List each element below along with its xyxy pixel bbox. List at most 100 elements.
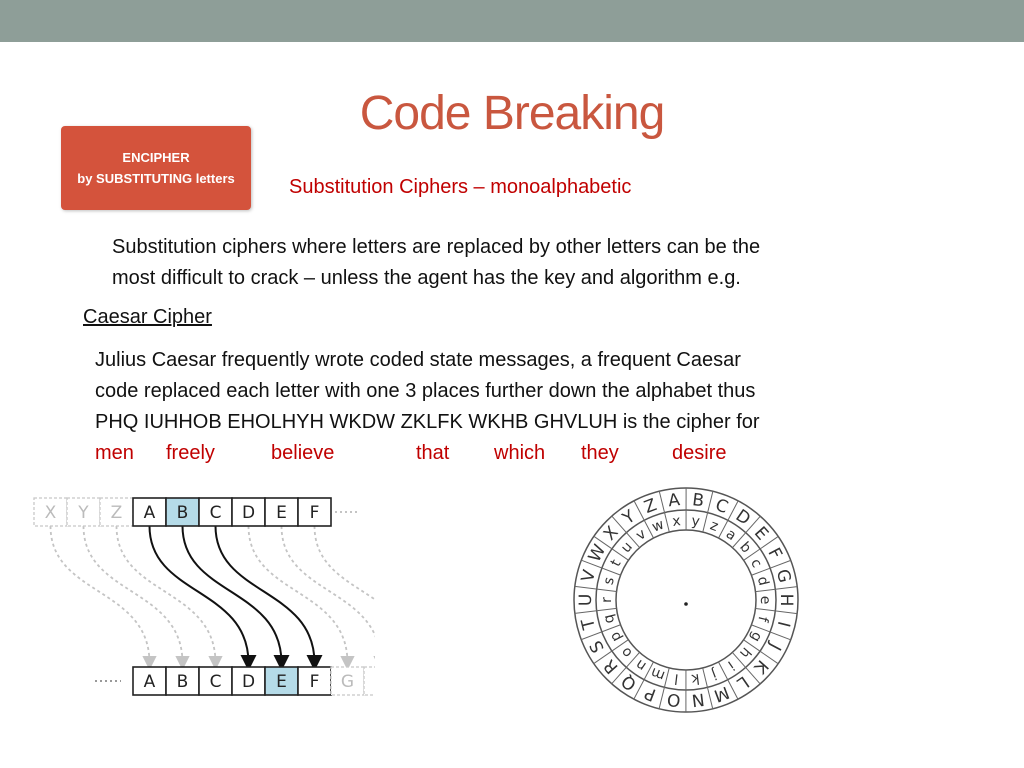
inner-wheel-letter: y: [690, 513, 700, 530]
inner-wheel-letter: f: [754, 615, 771, 625]
wheel-divider: [743, 639, 779, 665]
inner-wheel-letter: q: [600, 613, 618, 625]
encipher-badge: ENCIPHER by SUBSTITUTING letters: [61, 126, 251, 210]
plain-row-cell: [231, 497, 266, 527]
outer-wheel-letter: N: [690, 689, 705, 710]
top-bar: [0, 0, 1024, 42]
plain-row-cell: [264, 497, 299, 527]
cipher-row-letter: B: [177, 672, 189, 692]
slide-title: Code Breaking: [359, 87, 666, 140]
caesar-line-2: code replaced each letter with one 3 pla…: [95, 380, 756, 402]
wheel-divider: [633, 661, 654, 700]
wheel-divider: [751, 624, 791, 641]
wheel-divider: [611, 652, 640, 685]
plain-row-letter: F: [310, 503, 320, 523]
wheel-divider: [574, 607, 617, 614]
inner-wheel-letter: m: [649, 664, 667, 684]
wheel-divider: [658, 667, 670, 709]
cipher-row-cell: [330, 666, 365, 696]
shift-arrow: [214, 525, 323, 671]
shift-arrow-faded: [49, 525, 157, 671]
subtitle: Substitution Ciphers – monoalphabetic: [289, 176, 632, 198]
wheel-divider: [755, 586, 798, 593]
cipher-row-letter: H: [374, 672, 375, 692]
cipher-row-cell: [132, 666, 167, 696]
inner-wheel-letter: k: [690, 670, 701, 687]
outer-wheel-letter: A: [667, 490, 681, 511]
wheel-divider: [732, 515, 761, 548]
plain-row-letter: B: [177, 503, 189, 523]
plain-row-letter: A: [144, 503, 156, 523]
wheel-divider: [581, 559, 621, 576]
outer-wheel-letter: B: [691, 490, 705, 511]
plain-row-letter: Y: [77, 503, 89, 523]
wheel-divider: [743, 536, 779, 561]
plaintext-word: desire: [672, 442, 727, 464]
wheel-divider: [702, 667, 714, 709]
plain-row-letter: E: [276, 503, 287, 523]
plain-row-cell: [297, 497, 332, 527]
badge-line1: ENCIPHER: [122, 150, 190, 165]
outer-wheel-letter: V: [578, 568, 600, 584]
shift-arrow-faded: [247, 525, 355, 671]
inner-wheel-letter: e: [757, 596, 773, 605]
plaintext-word: which: [494, 442, 546, 464]
wheel-divider: [611, 515, 640, 548]
plaintext-word: that: [416, 442, 450, 464]
wheel-divider: [593, 535, 629, 561]
wheel-divider: [732, 652, 761, 685]
inner-ring: [615, 529, 757, 671]
shift-arrow: [181, 525, 290, 671]
caesar-paragraph: Julius Caesar frequently wrote coded sta…: [95, 345, 995, 438]
wheel-divider: [718, 661, 739, 700]
inner-wheel-letter: w: [650, 517, 666, 536]
plain-row-cell: [99, 497, 134, 527]
cipher-row-letter: E: [276, 672, 287, 692]
center-dot: [684, 602, 688, 606]
plain-row-letter: D: [242, 503, 255, 523]
outer-wheel-letter: O: [666, 689, 682, 710]
cipher-row-cell: [297, 666, 332, 696]
intro-paragraph: Substitution ciphers where letters are r…: [112, 232, 992, 294]
shift-arrow-faded: [280, 525, 375, 671]
cipher-row-cell: [165, 666, 200, 696]
plaintext-word: freely: [166, 442, 215, 464]
outer-wheel-letter: H: [776, 594, 796, 607]
badge-line2: by SUBSTITUTING letters: [77, 171, 235, 186]
wheel-divider: [755, 607, 798, 615]
wheel-divider: [574, 585, 617, 593]
cipher-row-letter: G: [341, 672, 354, 692]
inner-wheel-letter: x: [671, 513, 681, 530]
intro-line-1: Substitution ciphers where letters are r…: [112, 236, 761, 258]
cipher-row-cell: [363, 666, 375, 696]
caesar-heading: Caesar Cipher: [83, 306, 212, 328]
wheel-divider: [718, 500, 739, 539]
plaintext-word: believe: [271, 442, 335, 464]
plain-row-cell: [66, 497, 101, 527]
caesar-line-1: Julius Caesar frequently wrote coded sta…: [95, 349, 741, 371]
plain-row-letter: C: [210, 503, 222, 523]
plaintext-word: men: [95, 442, 134, 464]
shift-arrow-faded: [82, 525, 190, 671]
inner-wheel-letter: s: [601, 576, 618, 587]
caesar-shift-diagram: XYZABCDEFABCDEFGHI: [33, 497, 375, 696]
outer-wheel-letter: M: [711, 682, 732, 706]
cipher-row-cell: [231, 666, 266, 696]
shift-arrow: [148, 525, 257, 671]
plaintext-word: they: [581, 442, 619, 464]
wheel-divider: [702, 491, 714, 533]
plain-row-letter: X: [45, 503, 57, 523]
wheel-divider: [593, 639, 629, 664]
cipher-row-letter: D: [242, 672, 255, 692]
outer-wheel-letter: U: [576, 594, 596, 606]
caesar-line-3: PHQ IUHHOB EHOLHYH WKDW ZKLFK WKHB GHVLU…: [95, 411, 760, 433]
outer-wheel-letter: G: [772, 567, 795, 585]
outer-wheel-letter: T: [578, 616, 600, 632]
plain-row-cell: [165, 497, 200, 527]
intro-line-2: most difficult to crack – unless the age…: [112, 267, 741, 289]
wheel-divider: [633, 500, 654, 539]
shift-arrow-faded: [115, 525, 223, 671]
cipher-row-letter: C: [210, 672, 222, 692]
cipher-row-letter: F: [310, 672, 320, 692]
